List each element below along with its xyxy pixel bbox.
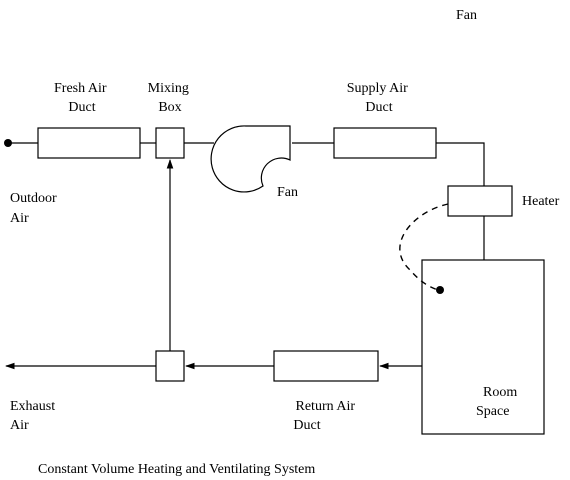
connections <box>5 142 485 370</box>
fan-icon <box>210 125 291 193</box>
heater <box>447 185 513 217</box>
outdoor-air-label: Outdoor Air <box>10 191 60 226</box>
top-fan-label: Fan <box>456 8 477 23</box>
return-air-duct-label: Return Air Duct <box>293 399 358 433</box>
fan-label: Fan <box>277 185 298 200</box>
exhaust-damper-box <box>155 350 185 382</box>
outdoor-air-intake-dot <box>4 139 12 147</box>
supply-air-duct-label: Supply Air Duct <box>347 81 412 115</box>
mixing-box-label: Mixing Box <box>148 81 193 115</box>
fresh-air-duct-label: Fresh Air Duct <box>54 81 110 115</box>
return-air-duct <box>273 350 379 382</box>
thermostat-sensor-dot <box>436 286 444 294</box>
room-space-label: Room Space <box>476 385 521 419</box>
mixing-box <box>155 127 185 159</box>
thermostat-control-line <box>399 203 449 291</box>
fresh-air-duct <box>37 127 141 159</box>
exhaust-air-label: Exhaust Air <box>10 399 59 433</box>
diagram-caption: Constant Volume Heating and Ventilating … <box>38 462 315 477</box>
heater-label: Heater <box>522 194 560 209</box>
supply-duct-to-heater-line <box>436 142 485 186</box>
supply-air-duct <box>333 127 437 159</box>
